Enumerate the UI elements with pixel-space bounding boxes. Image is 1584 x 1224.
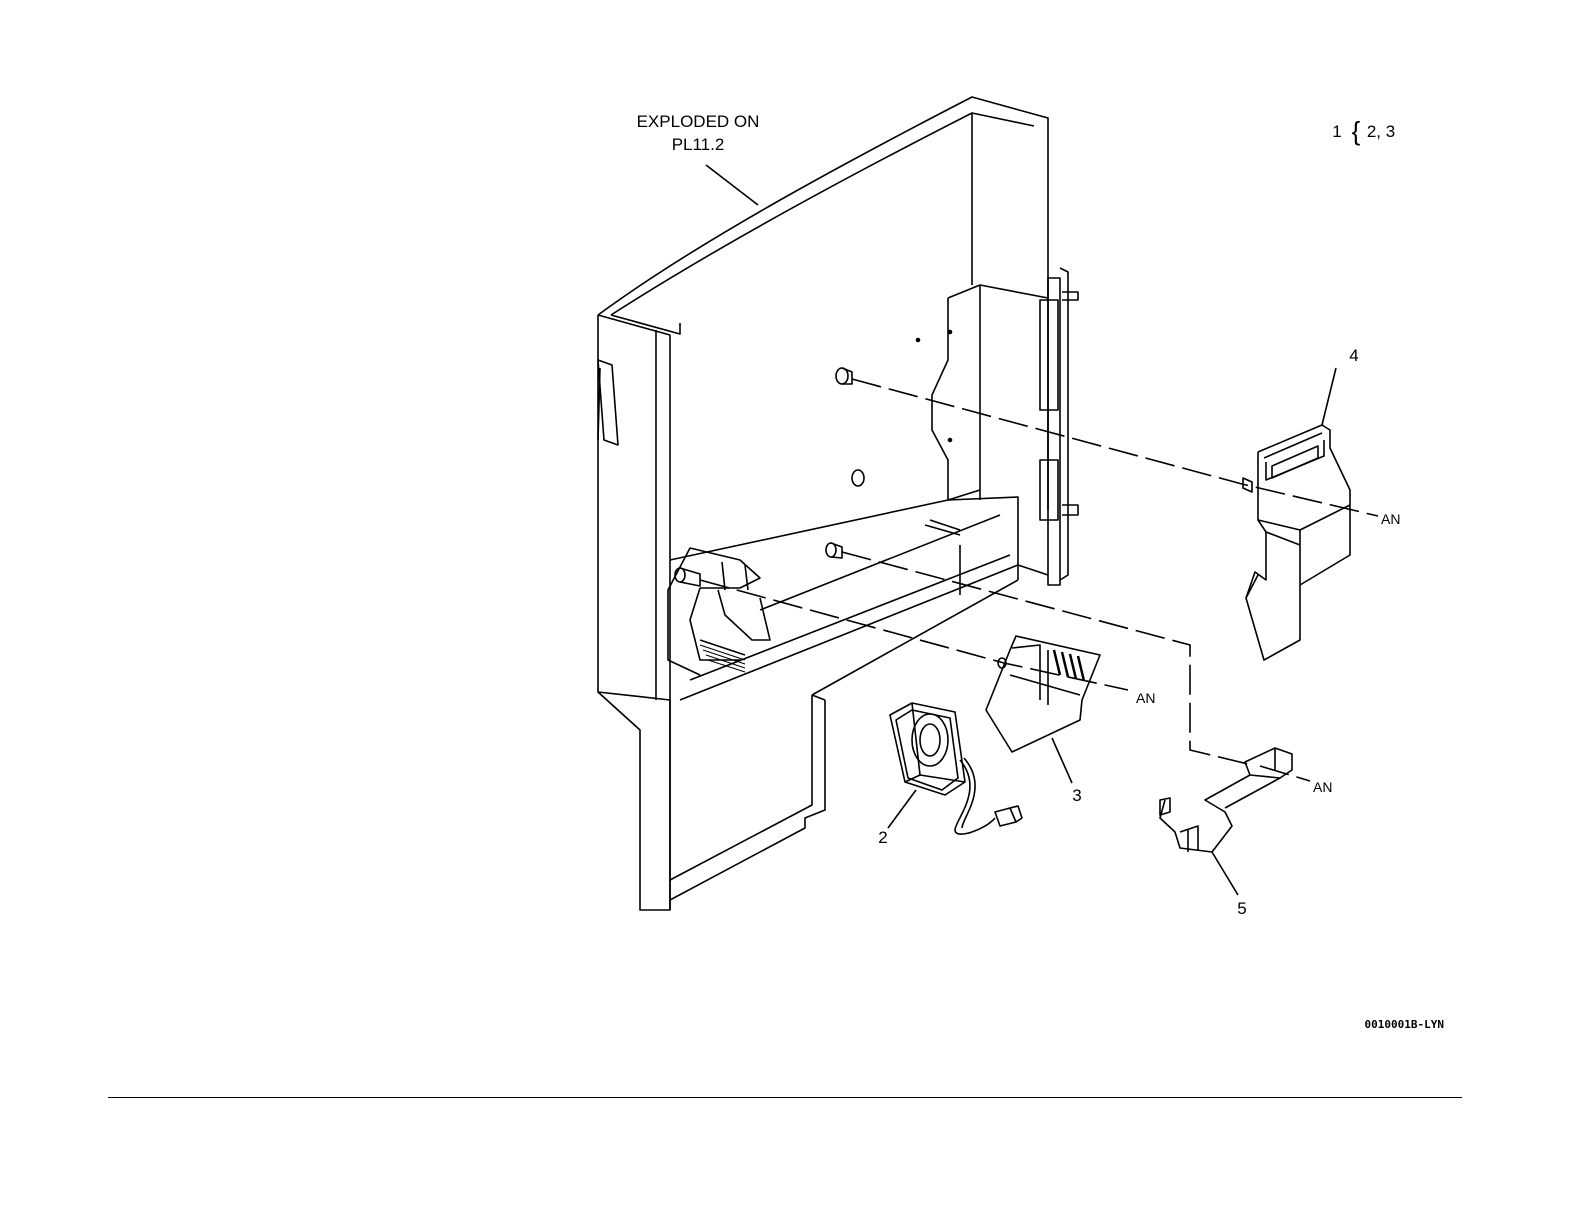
callout-5: 5 <box>1237 899 1246 918</box>
assembly-lines <box>700 379 1378 781</box>
leader-lines <box>706 165 1336 895</box>
callout-3: 3 <box>1072 786 1081 805</box>
small-duct <box>986 636 1100 752</box>
connector-label-an-2: AN <box>1136 690 1155 706</box>
figure-code: 0010001B-LYN <box>1365 1018 1444 1031</box>
relationship-parent: 1 <box>1332 122 1341 141</box>
duct-assembly <box>1243 425 1350 660</box>
bracket-assembly <box>1160 748 1292 852</box>
exploded-note-line1: EXPLODED ON <box>637 112 760 131</box>
callout-4: 4 <box>1349 346 1358 365</box>
exploded-note-line2: PL11.2 <box>672 135 725 154</box>
fan-assembly <box>890 703 1022 834</box>
bottom-rule <box>108 1097 1462 1098</box>
callout-2: 2 <box>878 828 887 847</box>
connector-label-an-1: AN <box>1381 511 1400 527</box>
connector-label-an-3: AN <box>1313 779 1332 795</box>
relationship-brace: { <box>1352 116 1361 146</box>
relationship-children: 2, 3 <box>1367 122 1395 141</box>
door-panel <box>598 97 1078 910</box>
